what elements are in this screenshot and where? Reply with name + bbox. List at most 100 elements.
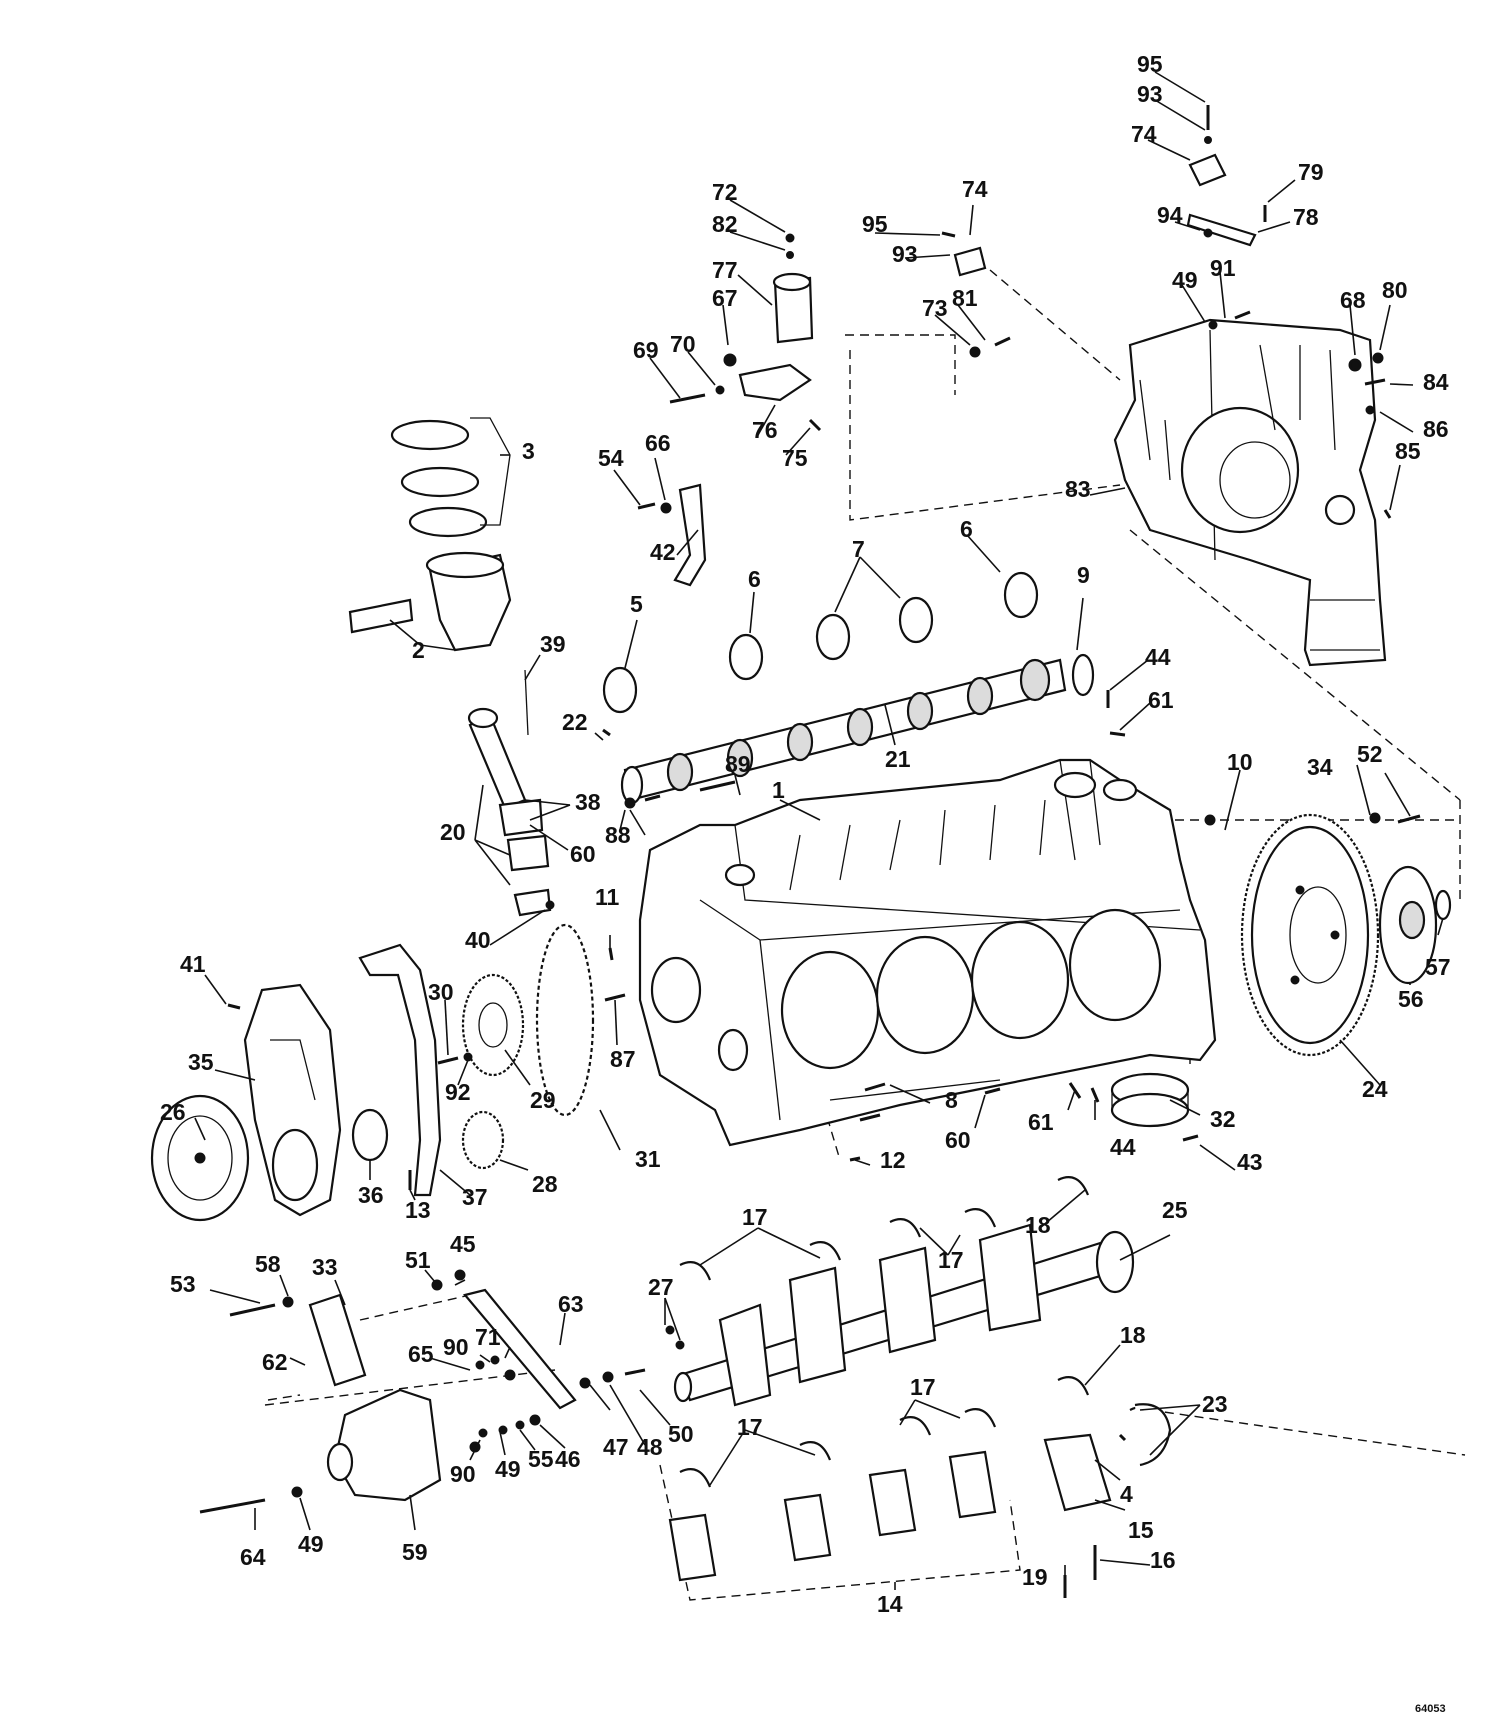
part-label-46: 46 [555,1446,581,1472]
harmonic-balancer [150,1094,250,1222]
part-label-54: 54 [598,445,624,471]
timing-cover [243,943,442,1217]
part-label-22: 22 [562,709,588,735]
part-label-30: 30 [428,979,454,1005]
part-label-63: 63 [558,1291,584,1317]
part-label-89: 89 [725,751,751,777]
part-label-17a: 17 [742,1204,768,1230]
part-label-60a: 60 [570,841,596,867]
part-label-49c: 49 [298,1531,324,1557]
part-label-25: 25 [1162,1197,1188,1223]
part-label-34: 34 [1307,754,1333,780]
piston-assembly [348,417,552,917]
part-label-60b: 60 [945,1127,971,1153]
part-label-17c: 17 [910,1374,936,1400]
part-label-50: 50 [668,1421,694,1447]
part-label-72: 72 [712,179,738,205]
part-label-31: 31 [635,1146,661,1172]
part-label-58: 58 [255,1251,281,1277]
part-label-65: 65 [408,1341,434,1367]
part-label-56: 56 [1398,986,1424,1012]
part-label-62: 62 [262,1349,288,1375]
part-label-84: 84 [1423,369,1449,395]
part-label-49b: 49 [495,1456,521,1482]
leader-lines [194,71,1444,1590]
part-label-83: 83 [1065,476,1091,502]
part-label-20: 20 [440,819,466,845]
fasteners [199,105,1421,1598]
part-label-29: 29 [530,1087,556,1113]
engine-block [638,758,1217,1147]
part-label-55: 55 [528,1446,554,1472]
part-label-92: 92 [445,1079,471,1105]
part-label-59: 59 [402,1539,428,1565]
part-label-37: 37 [462,1184,488,1210]
part-label-61b: 61 [1028,1109,1054,1135]
part-label-69: 69 [633,337,659,363]
part-label-74a: 74 [1131,121,1157,147]
part-label-8: 8 [945,1087,958,1113]
part-label-28: 28 [532,1171,558,1197]
figure-code: 64053 [1415,1703,1446,1715]
part-label-4: 4 [1120,1481,1133,1507]
part-label-51: 51 [405,1247,431,1273]
part-label-81: 81 [952,285,978,311]
part-label-33: 33 [312,1254,338,1280]
flywheel [1240,813,1380,1057]
crankshaft [673,1223,1135,1407]
pump-drive [1110,1072,1190,1128]
part-label-79: 79 [1298,159,1324,185]
mount-bracket [953,153,1257,277]
part-label-75: 75 [782,445,808,471]
part-label-32: 32 [1210,1106,1236,1132]
camshaft [620,653,1095,805]
part-label-5: 5 [630,591,643,617]
cam-bearings [602,571,1039,714]
part-label-61a: 61 [1148,687,1174,713]
part-label-91: 91 [1210,255,1236,281]
part-label-9: 9 [1077,562,1090,588]
part-label-76: 76 [752,417,778,443]
part-label-11: 11 [595,884,620,910]
part-label-66: 66 [645,430,671,456]
part-label-70: 70 [670,331,696,357]
part-label-12: 12 [880,1147,906,1173]
part-label-27: 27 [648,1274,674,1300]
part-label-52: 52 [1357,741,1383,767]
part-label-45: 45 [450,1231,476,1257]
part-label-93b: 93 [892,241,918,267]
part-label-26: 26 [160,1099,186,1125]
part-label-7: 7 [852,536,865,562]
part-label-39: 39 [540,631,566,657]
part-label-40: 40 [465,927,491,953]
part-label-74b: 74 [962,176,988,202]
part-label-41: 41 [180,951,206,977]
part-label-86: 86 [1423,416,1449,442]
part-label-78: 78 [1293,204,1319,230]
part-label-44b: 44 [1110,1134,1136,1160]
part-label-2: 2 [412,637,425,663]
timing-set [461,923,595,1170]
part-label-44a: 44 [1145,644,1171,670]
part-label-35: 35 [188,1049,214,1075]
part-label-38: 38 [575,789,601,815]
water-pump [308,1288,577,1502]
part-label-18b: 18 [1120,1322,1146,1348]
part-label-18a: 18 [1025,1212,1051,1238]
part-label-80: 80 [1382,277,1408,303]
part-label-19: 19 [1022,1564,1048,1590]
part-label-93a: 93 [1137,81,1163,107]
part-label-1: 1 [772,777,785,803]
part-label-13: 13 [405,1197,431,1223]
part-label-94: 94 [1157,202,1183,228]
part-label-6b: 6 [960,516,973,542]
part-label-73: 73 [922,295,948,321]
part-label-42: 42 [650,539,676,565]
part-label-90b: 90 [450,1461,476,1487]
part-label-24: 24 [1362,1076,1388,1102]
part-label-95a: 95 [1137,51,1163,77]
part-label-47: 47 [603,1434,629,1460]
part-label-17d: 17 [737,1414,763,1440]
